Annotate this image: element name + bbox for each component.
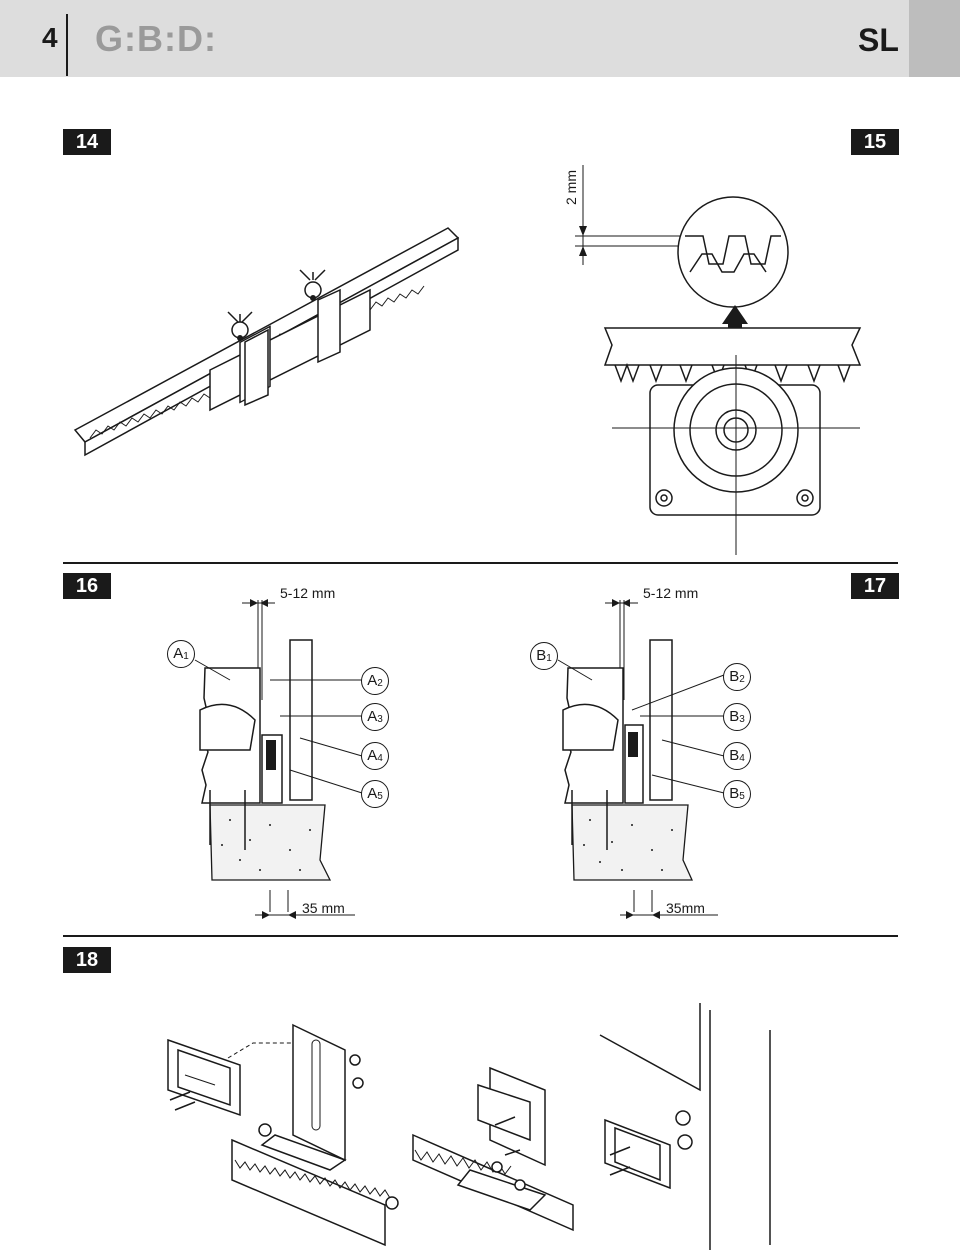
callout-a4: A4 [361, 742, 389, 770]
page-number: 4 [42, 22, 58, 53]
page-header: 4 G:B:D: SL [0, 0, 960, 77]
callout-b1: B1 [530, 642, 558, 670]
section-divider-2 [63, 935, 898, 937]
figure-15-badge: 15 [851, 129, 899, 155]
brand-logo: G:B:D: [95, 18, 217, 59]
callout-b2: B2 [723, 663, 751, 691]
model-name: SL [858, 22, 899, 58]
callout-a5: A5 [361, 780, 389, 808]
callout-b5: B5 [723, 780, 751, 808]
figure-14-badge: 14 [63, 129, 111, 155]
callout-a1: A1 [167, 640, 195, 668]
fig17-gap-label: 5-12 mm [643, 585, 699, 601]
figure-16-badge: 16 [63, 573, 111, 599]
callout-a3: A3 [361, 703, 389, 731]
header-accent-block [909, 0, 960, 77]
callout-b4: B4 [723, 742, 751, 770]
fig17-depth-label: 35mm [666, 900, 705, 916]
header-divider [66, 14, 68, 76]
callout-b3: B3 [723, 703, 751, 731]
callout-a2: A2 [361, 667, 389, 695]
fig16-depth-label: 35 mm [302, 900, 345, 916]
section-divider-1 [63, 562, 898, 564]
figure-18-badge: 18 [63, 947, 111, 973]
fig15-clearance-label: 2 mm [563, 170, 579, 205]
figure-17-badge: 17 [851, 573, 899, 599]
fig16-gap-label: 5-12 mm [280, 585, 336, 601]
